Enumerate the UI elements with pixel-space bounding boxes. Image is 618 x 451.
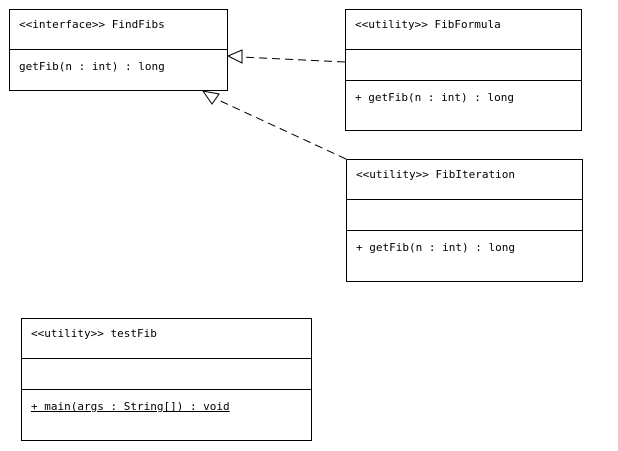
class-name-compartment: <<interface>> FindFibs (10, 10, 227, 49)
realization-fibformula-findfibs (241, 56, 346, 63)
operation-getfib: + getFib(n : int) : long (355, 91, 514, 104)
class-divider (347, 230, 582, 231)
realization-arrowhead-fibformula (226, 49, 243, 64)
operations-compartment: + main(args : String[]) : void (22, 390, 311, 440)
class-divider (347, 199, 582, 200)
operations-compartment: + getFib(n : int) : long (347, 231, 582, 281)
operation-getfib: getFib(n : int) : long (19, 60, 165, 73)
class-name: <<interface>> FindFibs (19, 18, 165, 31)
class-box-testfib[interactable]: <<utility>> testFib + main(args : String… (21, 318, 312, 441)
attributes-compartment (346, 50, 581, 80)
operations-compartment: getFib(n : int) : long (10, 50, 227, 90)
realization-fibiteration-findfibs (213, 97, 347, 160)
class-divider (22, 389, 311, 390)
class-box-fibformula[interactable]: <<utility>> FibFormula + getFib(n : int)… (345, 9, 582, 131)
operation-getfib: + getFib(n : int) : long (356, 241, 515, 254)
class-name: <<utility>> FibFormula (355, 18, 501, 31)
attributes-compartment (347, 200, 582, 230)
class-divider (10, 49, 227, 50)
class-box-fibiteration[interactable]: <<utility>> FibIteration + getFib(n : in… (346, 159, 583, 282)
class-divider (22, 358, 311, 359)
class-name: <<utility>> testFib (31, 327, 157, 340)
class-name-compartment: <<utility>> testFib (22, 319, 311, 358)
class-divider (346, 49, 581, 50)
class-name: <<utility>> FibIteration (356, 168, 515, 181)
operations-compartment: + getFib(n : int) : long (346, 81, 581, 130)
operation-main: + main(args : String[]) : void (31, 400, 230, 413)
class-box-findfibs[interactable]: <<interface>> FindFibs getFib(n : int) :… (9, 9, 228, 91)
realization-arrowhead-fibiteration (201, 90, 220, 105)
class-name-compartment: <<utility>> FibFormula (346, 10, 581, 49)
class-name-compartment: <<utility>> FibIteration (347, 160, 582, 199)
attributes-compartment (22, 359, 311, 389)
class-divider (346, 80, 581, 81)
